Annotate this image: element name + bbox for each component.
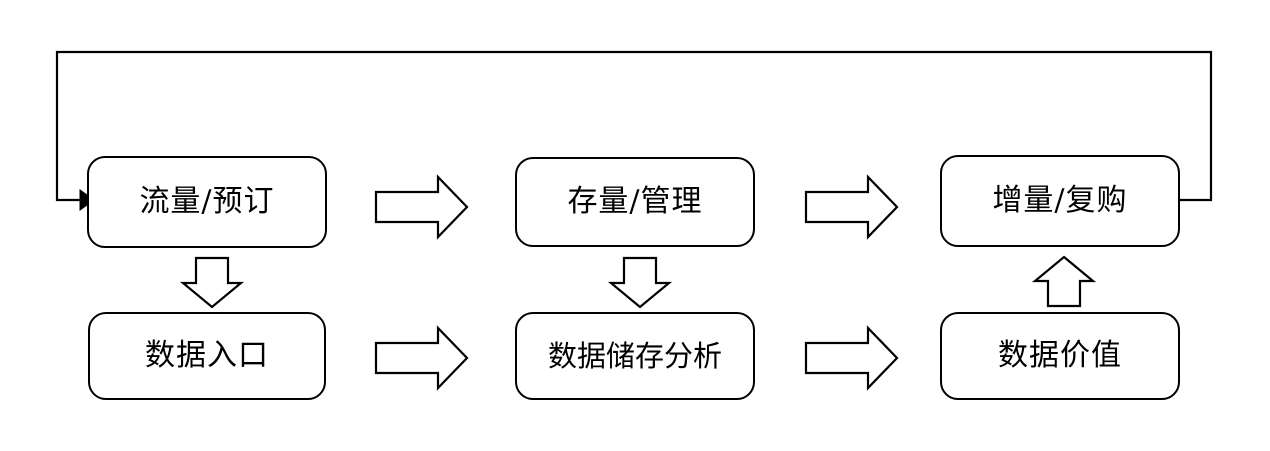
node-label-growth-repurchase: 增量/复购 bbox=[992, 183, 1128, 218]
node-box-data-entry[interactable]: 数据入口 bbox=[88, 312, 326, 400]
node-label-data-entry: 数据入口 bbox=[145, 338, 269, 373]
node-box-stock-management[interactable]: 存量/管理 bbox=[515, 157, 755, 247]
feedback-loop-path bbox=[55, 50, 1213, 202]
block-arrow-down-col-2 bbox=[607, 256, 673, 309]
block-arrow-right-top-2 bbox=[804, 174, 899, 240]
node-box-traffic-booking[interactable]: 流量/预订 bbox=[87, 156, 327, 248]
block-arrow-right-bottom-2 bbox=[804, 325, 899, 391]
block-arrow-up-col-3 bbox=[1031, 255, 1097, 308]
node-label-stock-management: 存量/管理 bbox=[567, 184, 703, 219]
node-label-data-storage-analysis: 数据储存分析 bbox=[547, 338, 722, 373]
block-arrow-right-bottom-1 bbox=[374, 325, 469, 391]
node-label-traffic-booking: 流量/预订 bbox=[139, 184, 275, 219]
node-box-data-storage-analysis[interactable]: 数据储存分析 bbox=[515, 312, 755, 400]
block-arrow-right-top-1 bbox=[374, 174, 469, 240]
node-box-data-value[interactable]: 数据价值 bbox=[940, 312, 1180, 400]
block-arrow-down-col-1 bbox=[179, 256, 245, 309]
node-box-growth-repurchase[interactable]: 增量/复购 bbox=[940, 155, 1180, 247]
node-label-data-value: 数据价值 bbox=[998, 338, 1122, 373]
